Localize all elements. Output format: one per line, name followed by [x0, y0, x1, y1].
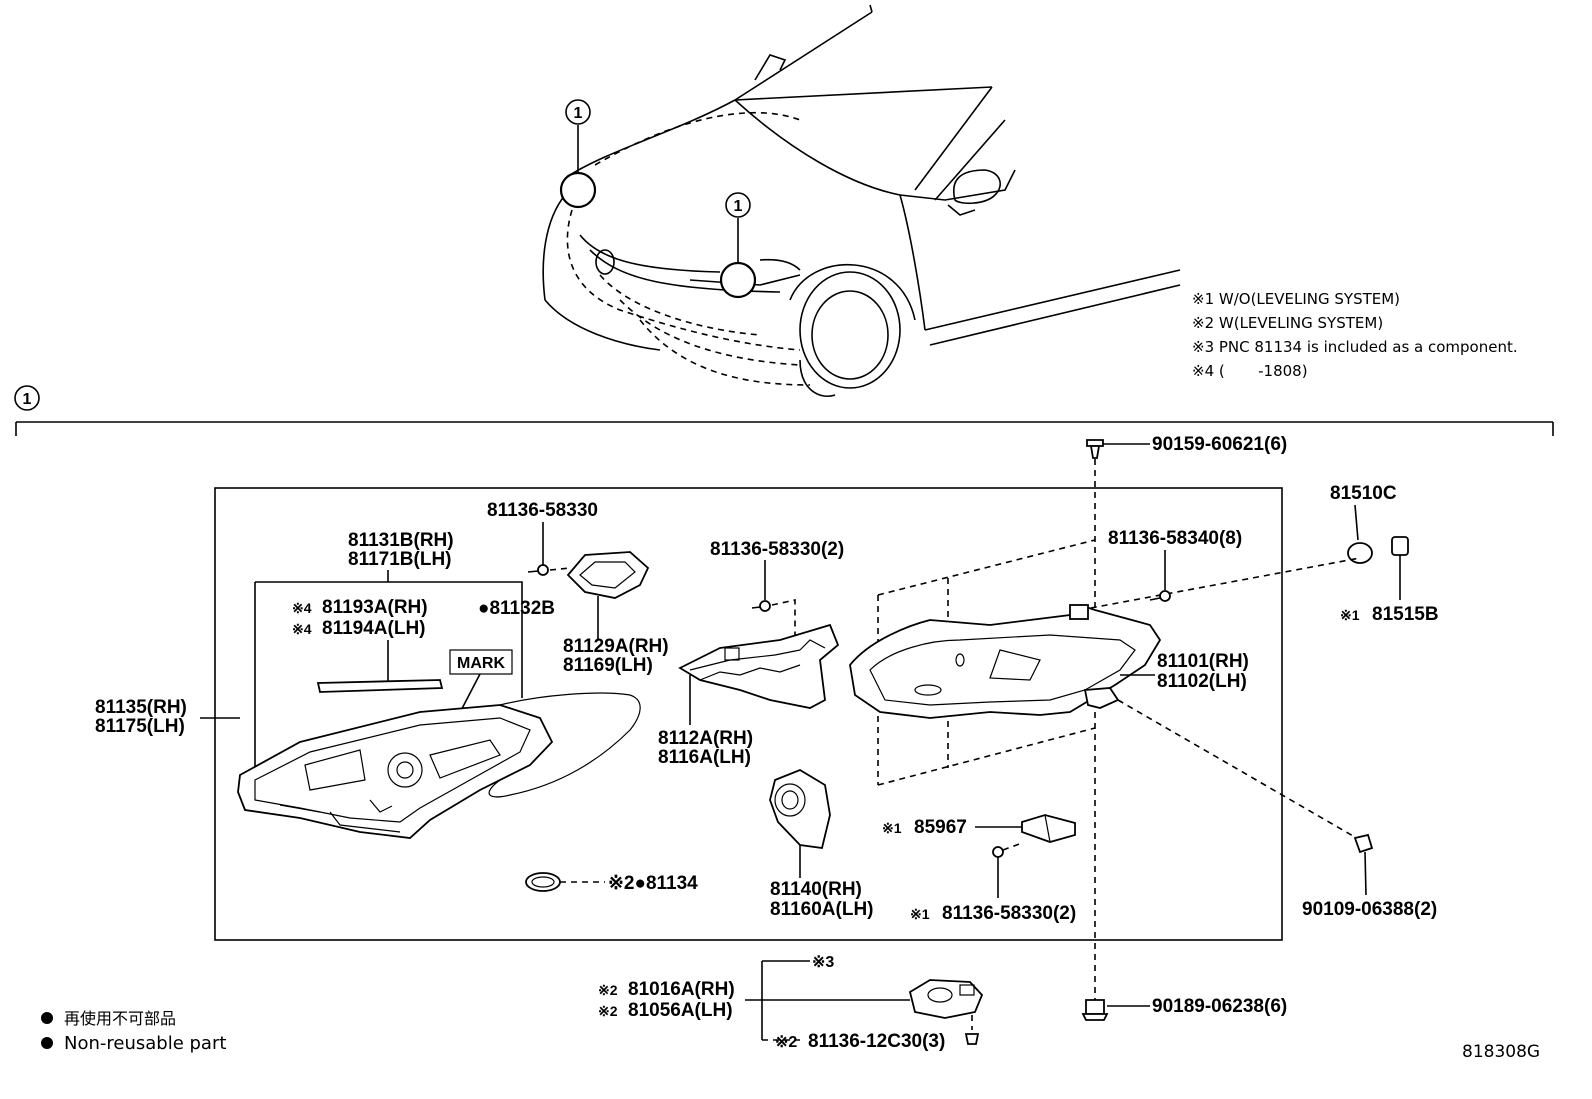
- footnotes: ※1 W/O(LEVELING SYSTEM) ※2 W(LEVELING SY…: [1192, 290, 1518, 380]
- screw-81136-58330-c: [992, 846, 1004, 898]
- note-1: ※1 W/O(LEVELING SYSTEM): [1192, 290, 1400, 308]
- housing-81101: [849, 539, 1361, 786]
- label-81510c: 81510C: [1330, 483, 1397, 504]
- label-81134: ※2●81134: [608, 873, 698, 894]
- label-81101: 81101(RH): [1157, 651, 1249, 672]
- mark-81515b: ※1: [1340, 607, 1360, 623]
- mark-81016a: ※2: [598, 982, 618, 998]
- ring-81134: [525, 872, 561, 892]
- mark-box: [449, 649, 513, 675]
- label-81129a: 81129A(RH): [563, 636, 669, 657]
- mark-81136-58330-c: ※1: [910, 906, 930, 922]
- section-bracket: 1: [14, 385, 1554, 436]
- label-90159: 90159-60621(6): [1152, 434, 1287, 455]
- screw-81136-58330-a: [527, 564, 549, 576]
- ballast-81016a: [908, 979, 984, 1019]
- bracket-8112a: [678, 623, 840, 725]
- label-81136-58330-c: 81136-58330(2): [942, 903, 1076, 924]
- bolt-90109: [1353, 833, 1374, 896]
- mark-81136-12c30: ※2: [775, 1034, 797, 1051]
- label-90109: 90109-06388(2): [1302, 899, 1437, 920]
- label-81169: 81169(LH): [563, 655, 653, 676]
- label-81140: 81140(RH): [770, 879, 862, 900]
- cap-81510c: [1347, 542, 1373, 564]
- legend-en: Non-reusable part: [64, 1033, 226, 1054]
- label-81193a: 81193A(RH): [322, 597, 428, 618]
- label-81194a: 81194A(LH): [322, 618, 426, 639]
- label-81160a: 81160A(LH): [770, 899, 874, 920]
- bulb-81515b: [1391, 536, 1409, 600]
- unit-81140: [769, 768, 831, 878]
- module-85967: [1021, 814, 1076, 843]
- label-81136-58330-b: 81136-58330(2): [710, 539, 844, 560]
- label-81171b: 81171B(LH): [348, 549, 452, 570]
- label-mark: MARK: [457, 655, 505, 672]
- label-90189: 90189-06238(6): [1152, 996, 1287, 1017]
- nut-90189: [1081, 999, 1150, 1021]
- strip-81193a: [316, 679, 444, 693]
- label-81056a: 81056A(LH): [628, 1000, 733, 1021]
- label-81132b: ●81132B: [478, 598, 555, 619]
- label-note3-ref: ※3: [812, 954, 834, 971]
- screw-81136-12c30: [964, 1015, 980, 1045]
- label-81136-58340: 81136-58340(8): [1108, 528, 1242, 549]
- callout-1-upper: 1: [574, 105, 583, 122]
- label-81131b: 81131B(RH): [348, 530, 454, 551]
- headlamp-lens-81135: [237, 692, 641, 839]
- label-81102: 81102(LH): [1157, 671, 1247, 692]
- note-3: ※3 PNC 81134 is included as a component.: [1192, 338, 1518, 356]
- diagram-code: 818308G: [1462, 1042, 1540, 1062]
- screw-90159: [1086, 439, 1150, 459]
- label-81016a: 81016A(RH): [628, 979, 735, 1000]
- label-8112a: 8112A(RH): [658, 728, 753, 749]
- screw-81136-58330-b: [751, 600, 771, 612]
- label-81175: 81175(LH): [95, 716, 185, 737]
- cover-81129a: [566, 551, 650, 640]
- screw-81136-58340: [1149, 590, 1171, 602]
- label-8116a: 8116A(LH): [658, 747, 751, 768]
- legend: 再使用不可部品 Non-reusable part: [41, 1009, 226, 1054]
- section-callout: 1: [23, 391, 32, 408]
- label-81136-58330-a: 81136-58330: [487, 500, 598, 521]
- note-4: ※4 ( -1808): [1192, 362, 1308, 380]
- label-81136-12c30: 81136-12C30(3): [808, 1031, 945, 1052]
- label-81515b: 81515B: [1372, 604, 1439, 625]
- note-2: ※2 W(LEVELING SYSTEM): [1192, 314, 1383, 332]
- car-front-illustration: 1 1: [542, 4, 1181, 397]
- legend-jp: 再使用不可部品: [64, 1009, 176, 1028]
- mark-81193a: ※4: [292, 600, 312, 616]
- label-81135: 81135(RH): [95, 697, 187, 718]
- assembly-box: [214, 487, 1283, 941]
- mark-85967: ※1: [882, 820, 902, 836]
- mark-81056a: ※2: [598, 1003, 618, 1019]
- mark-81194a: ※4: [292, 621, 312, 637]
- callout-1-lower: 1: [734, 198, 743, 215]
- label-85967: 85967: [914, 817, 967, 838]
